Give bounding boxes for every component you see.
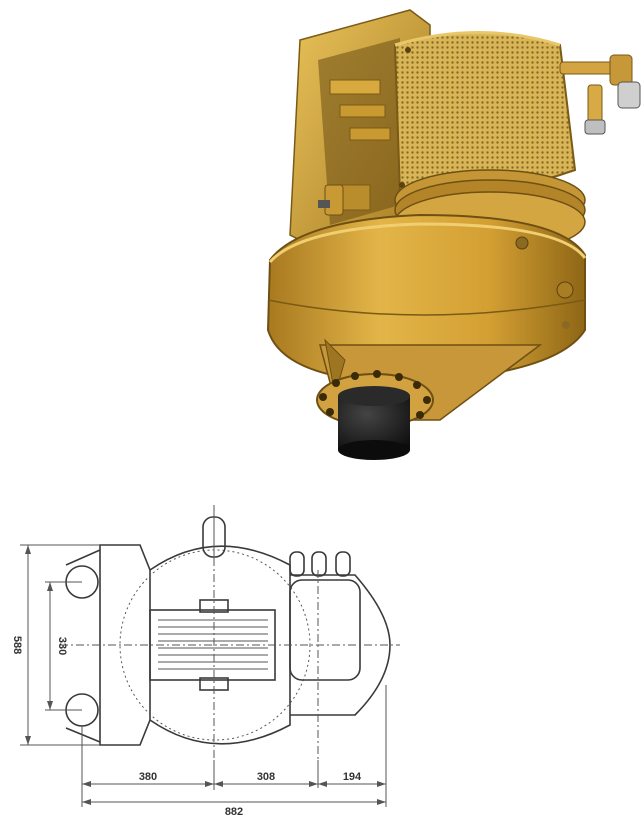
dim-label-left-segment: 380 [139,771,157,783]
dim-horizontal-segments: 380 308 194 [81,685,387,807]
dimension-drawing: 588 330 380 308 194 882 [11,505,400,817]
dim-label-overall-height: 588 [11,636,23,654]
dim-overall-height: 588 [11,544,100,746]
dim-label-mount-spacing: 330 [56,637,68,655]
main-housing [266,213,587,381]
pipe-fittings [559,54,641,135]
dim-mount-spacing: 330 [45,581,82,711]
dim-label-right-segment: 194 [343,771,362,783]
dim-overall-width: 882 [82,799,386,817]
side-valve [318,184,344,216]
dim-label-middle-segment: 308 [257,771,275,783]
drawing-outline [60,505,400,790]
product-photo [266,9,641,460]
output-shaft [338,386,410,460]
dim-label-overall-width: 882 [225,806,243,817]
